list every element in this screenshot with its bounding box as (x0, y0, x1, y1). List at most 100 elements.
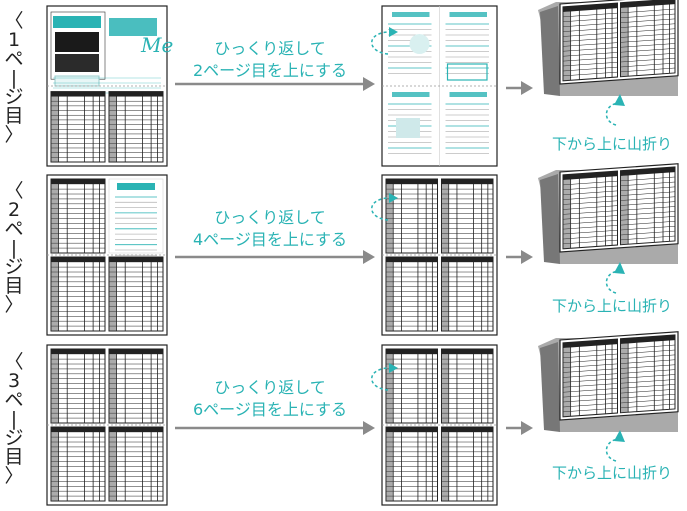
arrow-head (363, 250, 375, 264)
info-title (117, 183, 155, 190)
table-block (386, 427, 438, 501)
table-sheet (382, 175, 497, 335)
table-block (51, 179, 105, 253)
instruction-2: ひっくり返して 4ページ目を上にする (170, 207, 370, 251)
table-side (51, 184, 59, 253)
table-border (51, 257, 105, 331)
table-block (621, 335, 676, 413)
arrow-head (521, 421, 533, 435)
info-card (109, 179, 163, 253)
table-header (51, 349, 105, 354)
table-header (51, 427, 105, 432)
fold-curve (606, 271, 618, 293)
table-sheet (47, 345, 167, 505)
cover-band (53, 16, 101, 28)
table-block (621, 0, 676, 77)
table-border (51, 349, 105, 423)
cover-box (55, 76, 99, 86)
table-border (109, 92, 163, 162)
table-side (621, 343, 629, 412)
table-side (386, 432, 393, 501)
table-header (51, 92, 105, 97)
table-header (386, 349, 438, 354)
instruction-line: 6ページ目を上にする (170, 399, 370, 421)
table-side (109, 432, 117, 501)
quadrant-title (450, 12, 488, 17)
table-block (442, 257, 494, 331)
table-header (442, 349, 494, 354)
mixed-sheet (47, 175, 167, 335)
fold-label-2: 下から上に山折り (552, 295, 672, 316)
table-block (109, 349, 163, 423)
table-header (109, 349, 163, 354)
table-header (442, 427, 494, 432)
table-side (621, 175, 629, 244)
table-side (109, 354, 117, 423)
table-border (442, 257, 494, 331)
table-border (109, 257, 163, 331)
table-header (109, 257, 163, 262)
table-side (621, 7, 629, 76)
table-border (51, 92, 105, 162)
table-border (442, 349, 494, 423)
instruction-line: 2ページ目を上にする (170, 60, 370, 82)
table-header (386, 179, 438, 184)
table-header (109, 92, 163, 97)
table-side (51, 262, 59, 331)
table-block (563, 339, 618, 417)
arrow-head (363, 421, 375, 435)
table-header (386, 427, 438, 432)
instruction-3: ひっくり返して 6ページ目を上にする (170, 377, 370, 421)
table-block (442, 349, 494, 423)
table-block (621, 167, 676, 245)
table-border (442, 427, 494, 501)
table-header (386, 257, 438, 262)
small-arrow-3 (506, 421, 533, 435)
illustration (410, 34, 430, 54)
cover-image (55, 54, 99, 72)
table-side (563, 179, 571, 248)
folded-sheet (538, 0, 678, 125)
table-border (386, 257, 438, 331)
table-block (109, 257, 163, 331)
table-block (109, 427, 163, 501)
table-border (51, 179, 105, 253)
table-block (386, 349, 438, 423)
table-block (563, 171, 618, 249)
table-side (109, 97, 117, 162)
table-side (442, 262, 449, 331)
table-block (563, 3, 618, 81)
table-block (51, 427, 105, 501)
table-border (386, 179, 438, 253)
instruction-1: ひっくり返して 2ページ目を上にする (170, 38, 370, 82)
fold-edge (540, 174, 560, 264)
folded-front (560, 164, 678, 252)
instruction-line: ひっくり返して (170, 207, 370, 229)
table-header (51, 257, 105, 262)
fold-curve (606, 439, 618, 461)
table-side (563, 347, 571, 416)
table-border (386, 349, 438, 423)
table-border (51, 427, 105, 501)
table-side (442, 354, 449, 423)
table-block (442, 179, 494, 253)
table-border (442, 179, 494, 253)
folded-front (560, 0, 678, 84)
cover-sheet: Me (47, 6, 173, 166)
quadrant-title (450, 92, 488, 97)
table-side (386, 262, 393, 331)
table-block (442, 427, 494, 501)
table-side (563, 11, 571, 80)
instruction-line: 4ページ目を上にする (170, 229, 370, 251)
table-border (109, 427, 163, 501)
table-block (386, 179, 438, 253)
table-side (51, 432, 59, 501)
quadrant-title (392, 92, 430, 97)
instruction-line: ひっくり返して (170, 38, 370, 60)
table-header (109, 427, 163, 432)
main-arrow-2 (175, 250, 375, 264)
table-side (51, 97, 59, 162)
main-arrow-3 (175, 421, 375, 435)
arrow-head (521, 250, 533, 264)
cover-image (55, 32, 99, 52)
